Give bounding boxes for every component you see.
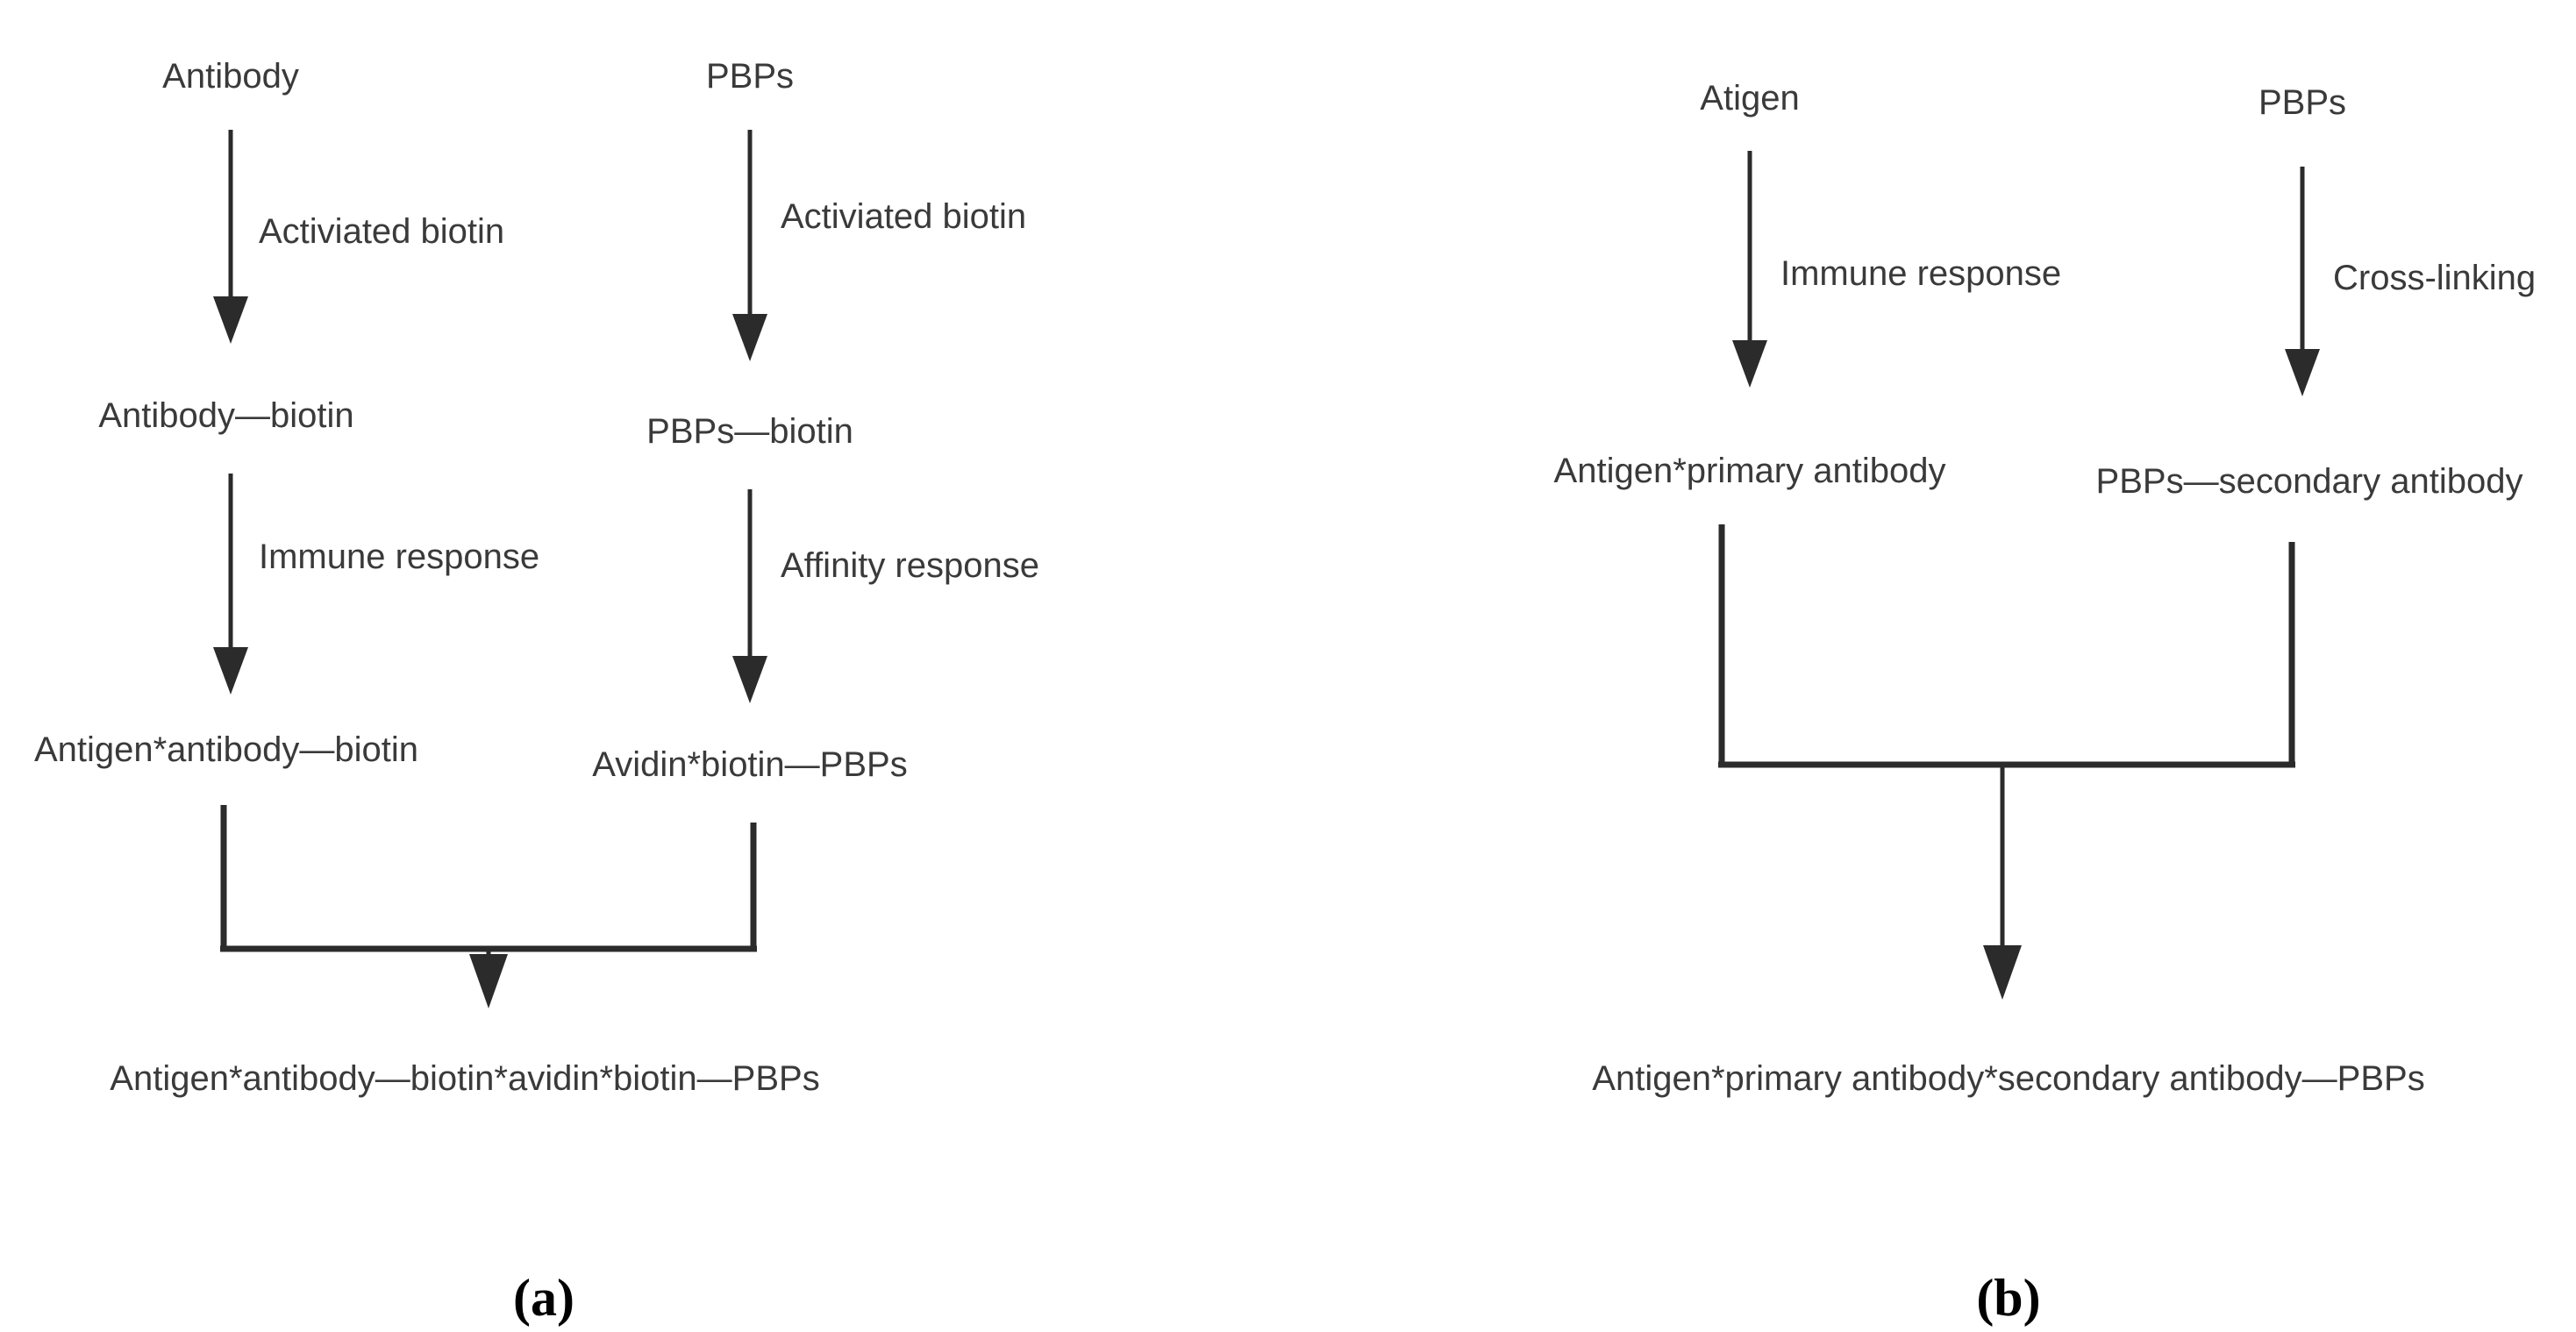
panel-a: Antibody PBPs Activiated biotin Activiat… (34, 57, 1039, 1327)
arrow-a-right-1 (732, 130, 767, 361)
node-b-pbps-secondary-antibody: PBPs—secondary antibody (2096, 462, 2523, 501)
node-a-antibody: Antibody (162, 57, 299, 96)
arrow-b-right-1 (2285, 167, 2320, 396)
merge-bracket-b (1718, 524, 2295, 1000)
panel-caption-b: (b) (1976, 1269, 2040, 1327)
node-b-pbps: PBPs (2258, 83, 2346, 122)
node-b-result: Antigen*primary antibody*secondary antib… (1592, 1059, 2424, 1098)
node-a-avidin-biotin-pbps: Avidin*biotin—PBPs (592, 745, 907, 784)
panel-caption-a: (a) (513, 1269, 574, 1327)
node-a-result: Antigen*antibody—biotin*avidin*biotin—PB… (110, 1059, 819, 1098)
node-a-antibody-biotin: Antibody—biotin (98, 396, 353, 435)
arrow-label-a-right-1: Activiated biotin (781, 197, 1026, 236)
arrow-b-left-1 (1732, 151, 1767, 388)
arrow-label-a-left-2: Immune response (259, 538, 539, 576)
arrow-label-b-right-1: Cross-linking (2333, 259, 2536, 297)
panel-b: Atigen PBPs Immune response Cross-linkin… (1554, 79, 2537, 1327)
node-b-atigen: Atigen (1700, 79, 1799, 118)
node-a-antigen-antibody-biotin: Antigen*antibody—biotin (34, 730, 418, 769)
node-a-pbps-biotin: PBPs—biotin (646, 412, 853, 451)
arrow-label-b-left-1: Immune response (1780, 254, 2061, 293)
arrow-label-a-right-2: Affinity response (781, 546, 1039, 585)
arrow-a-left-2 (213, 474, 248, 694)
arrow-a-right-2 (732, 489, 767, 703)
node-b-antigen-primary-antibody: Antigen*primary antibody (1554, 452, 1946, 490)
node-a-pbps: PBPs (706, 57, 794, 96)
arrow-a-left-1 (213, 130, 248, 344)
arrow-label-a-left-1: Activiated biotin (259, 212, 504, 251)
merge-bracket-a (220, 805, 757, 1008)
